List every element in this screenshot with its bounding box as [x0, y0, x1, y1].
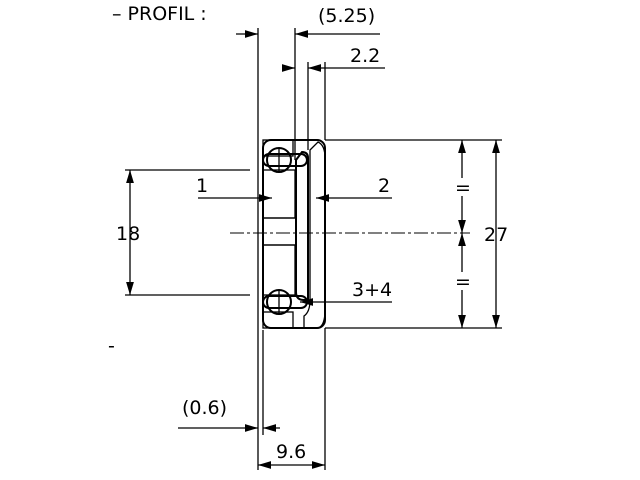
dimension-label: 27	[484, 224, 508, 246]
dimension-label: 9.6	[276, 441, 306, 463]
dimension-label: 18	[116, 223, 140, 245]
dimension-label: 2	[378, 175, 390, 197]
dash-mark: -	[108, 335, 115, 357]
callout-3-4: 3+4	[300, 279, 392, 306]
dimension-label: =	[455, 177, 471, 199]
dim-27: 27	[484, 140, 508, 328]
profile-section	[262, 139, 326, 329]
callout-2: 2	[316, 175, 392, 202]
dim-5-25: (5.25)	[236, 5, 380, 38]
dim-2-2: 2.2	[282, 45, 385, 72]
dimension-label: 2.2	[350, 45, 380, 67]
dim-9-6: 9.6	[258, 441, 325, 469]
top-clip	[262, 147, 308, 173]
dim-0-6: (0.6)	[178, 397, 280, 432]
dimension-label: =	[455, 271, 471, 293]
dimension-label: 1	[196, 175, 208, 197]
dim-equal: = =	[452, 140, 472, 328]
title-label: – PROFIL :	[112, 3, 207, 25]
dimension-label: (5.25)	[318, 5, 375, 27]
dimension-label: 3+4	[352, 279, 392, 301]
dim-18: 18	[116, 170, 140, 295]
dimension-label: (0.6)	[182, 397, 227, 419]
callout-1: 1	[196, 175, 272, 202]
